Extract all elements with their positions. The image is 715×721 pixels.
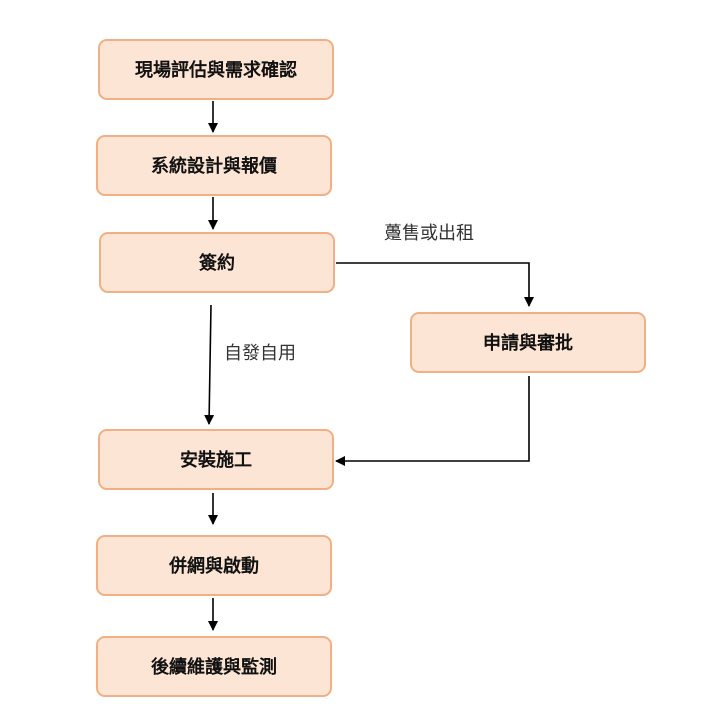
edge-label-self-use: 自發自用 [224,343,296,364]
node-application: 申請與審批 [410,312,646,373]
node-label: 安裝施工 [180,449,252,471]
node-label: 後續維護與監測 [151,656,277,678]
node-installation: 安裝施工 [98,429,334,490]
edge-label-sell-or-lease: 躉售或出租 [384,223,474,244]
node-label: 申請與審批 [483,332,573,354]
node-contract: 簽約 [99,232,335,293]
node-grid-connection: 併網與啟動 [96,535,332,596]
node-maintenance: 後續維護與監測 [96,636,332,697]
node-label: 併網與啟動 [168,555,259,577]
node-site-assessment: 現場評估與需求確認 [98,39,334,100]
arrow-contract-to-application [336,262,534,307]
node-label: 系統設計與報價 [151,155,278,177]
arrow-application-to-installation [335,376,530,466]
arrow-contract-to-installation [204,304,215,425]
node-label: 現場評估與需求確認 [135,59,297,81]
node-system-design: 系統設計與報價 [96,135,332,196]
node-label: 簽約 [199,252,235,274]
